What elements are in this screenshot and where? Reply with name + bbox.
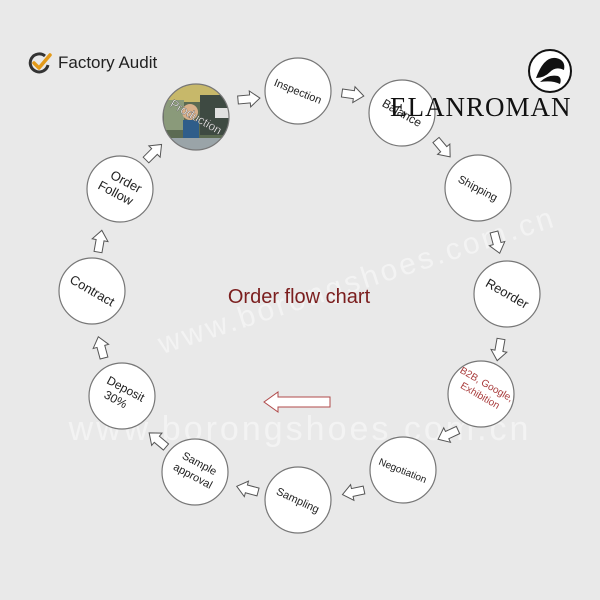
brand-logo: ELANROMAN <box>390 48 580 122</box>
arrow-shipping-to-reorder <box>488 230 506 255</box>
arrow-deposit-to-contract <box>92 335 110 360</box>
arrow-negotiation-to-sampling <box>341 483 366 502</box>
diagram-title: Order flow chart <box>228 286 371 308</box>
node-order-follow <box>86 155 154 223</box>
arrow-b2b-to-negotiation <box>437 425 461 444</box>
arrow-balance-to-shipping <box>432 136 451 158</box>
check-icon <box>28 52 52 74</box>
node-balance <box>368 79 436 147</box>
arrow-approval-to-deposit <box>148 432 170 451</box>
node-reorder <box>473 260 541 328</box>
node-sample-approval <box>161 438 229 506</box>
center-direction-arrow <box>263 391 331 413</box>
arrow-contract-to-order-follow <box>91 229 109 254</box>
node-deposit <box>88 362 156 430</box>
node-contract <box>58 257 126 325</box>
node-production <box>162 83 230 151</box>
node-inspection <box>264 57 332 125</box>
node-negotiation <box>369 436 437 504</box>
arrow-reorder-to-b2b <box>490 337 508 362</box>
factory-audit-badge: Factory Audit <box>28 52 157 74</box>
arrow-order-follow-to-production <box>142 143 163 164</box>
arrow-inspection-to-balance <box>340 85 365 104</box>
node-sampling <box>264 466 332 534</box>
arrow-production-to-inspection <box>237 89 261 109</box>
factory-audit-label: Factory Audit <box>58 53 158 72</box>
brand-name: ELANROMAN <box>390 92 572 122</box>
arrow-sampling-to-approval <box>235 480 260 498</box>
production-photo <box>163 84 229 150</box>
brand-emblem-icon <box>528 49 572 93</box>
node-b2b <box>447 360 515 428</box>
node-shipping <box>444 154 512 222</box>
